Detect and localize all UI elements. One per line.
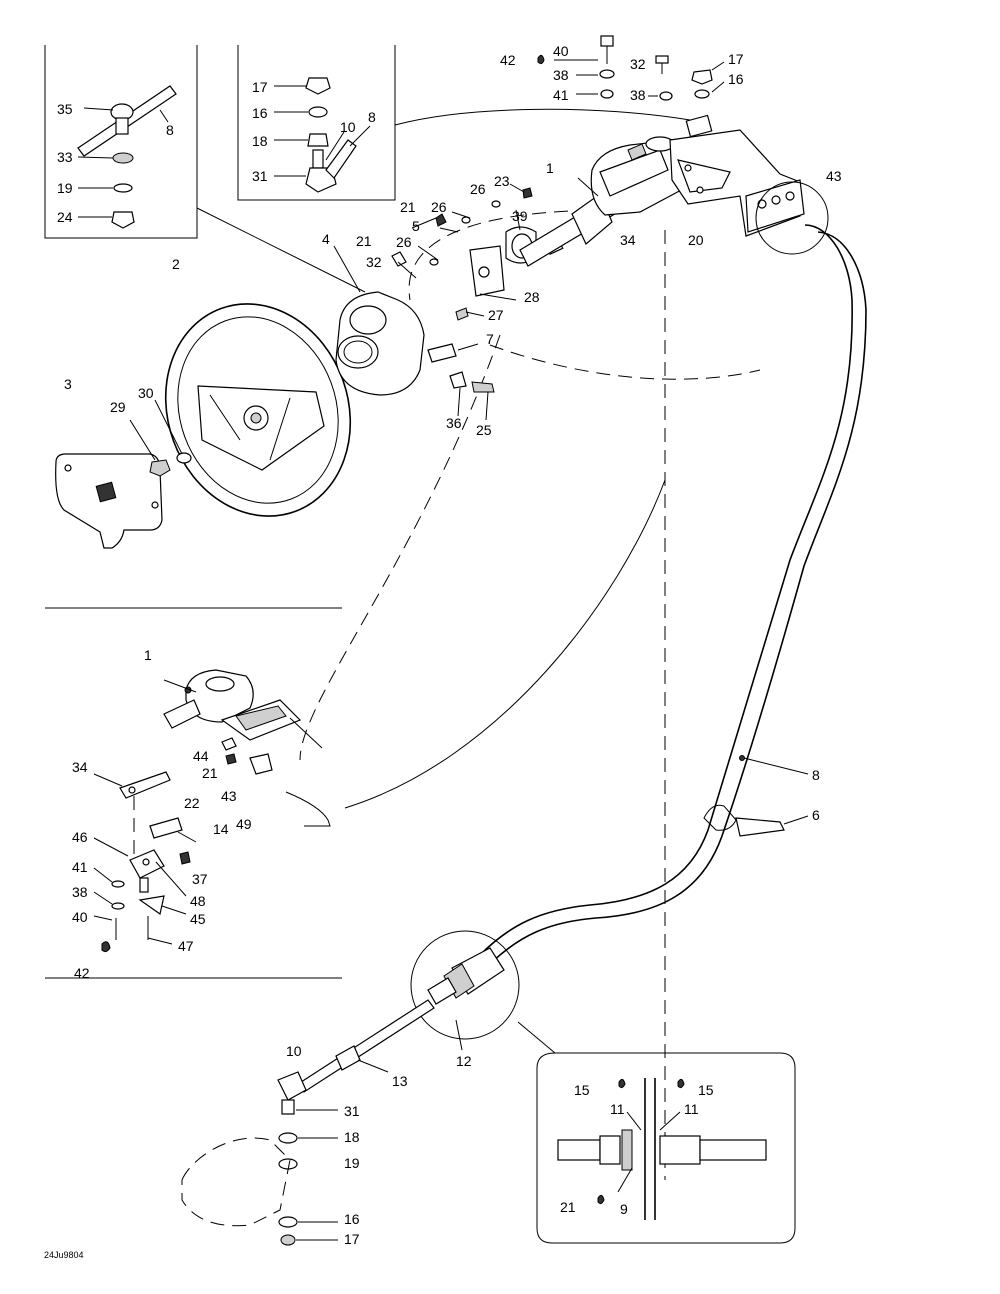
callout-19: 19: [344, 1155, 360, 1171]
callout-22: 22: [184, 795, 200, 811]
callout-43: 43: [826, 168, 842, 184]
callout-34: 34: [620, 232, 636, 248]
callout-8: 8: [812, 767, 820, 783]
steering-wheel: [164, 303, 352, 517]
callout-43: 43: [221, 788, 237, 804]
callout-32: 32: [630, 56, 646, 72]
callout-49: 49: [236, 816, 252, 832]
callout-12: 12: [456, 1053, 472, 1069]
inset-gearbox-bracket: [93, 669, 331, 953]
callout-8: 8: [166, 122, 174, 138]
callout-42: 42: [74, 965, 90, 981]
callout-26: 26: [431, 199, 447, 215]
callout-11: 11: [684, 1101, 699, 1117]
callout-17: 17: [252, 79, 268, 95]
callout-42: 42: [500, 52, 516, 68]
inset-frames: [44, 45, 796, 1244]
callout-10: 10: [286, 1043, 302, 1059]
callout-16: 16: [344, 1211, 360, 1227]
callout-41: 41: [72, 859, 88, 875]
callout-46: 46: [72, 829, 88, 845]
callout-48: 48: [190, 893, 206, 909]
callout-9: 9: [620, 1201, 628, 1217]
callout-40: 40: [72, 909, 88, 925]
callout-47: 47: [178, 938, 194, 954]
detail-inset-fitting: [557, 1078, 767, 1220]
callout-3: 3: [64, 376, 72, 392]
callout-45: 45: [190, 911, 206, 927]
callout-17: 17: [728, 51, 744, 67]
callout-18: 18: [252, 133, 268, 149]
callout-19: 19: [57, 180, 73, 196]
callout-4: 4: [322, 231, 330, 247]
callout-16: 16: [728, 71, 744, 87]
callout-23: 23: [494, 173, 510, 189]
callout-41: 41: [553, 87, 569, 103]
callout-30: 30: [138, 385, 154, 401]
callout-21: 21: [560, 1199, 576, 1215]
callout-31: 31: [252, 168, 268, 184]
callout-11: 11: [610, 1101, 625, 1117]
callout-7: 7: [486, 331, 494, 347]
callout-15: 15: [698, 1082, 714, 1098]
callout-29: 29: [110, 399, 126, 415]
callout-21: 21: [400, 199, 416, 215]
callout-31: 31: [344, 1103, 360, 1119]
callout-37: 37: [192, 871, 208, 887]
connector-lines: [196, 108, 761, 1180]
callout-16: 16: [252, 105, 268, 121]
callout-27: 27: [488, 307, 504, 323]
callout-13: 13: [392, 1073, 408, 1089]
callout-17: 17: [344, 1231, 360, 1247]
callout-8: 8: [368, 109, 376, 125]
callout-1: 1: [546, 160, 554, 176]
hub-nut-and-washer: [129, 399, 192, 477]
callout-21: 21: [356, 233, 372, 249]
hub-cover: [55, 453, 163, 549]
callout-1: 1: [144, 647, 152, 663]
column-housing: [333, 245, 425, 396]
callout-33: 33: [57, 149, 73, 165]
callout-18: 18: [344, 1129, 360, 1145]
callout-20: 20: [688, 232, 704, 248]
callout-44: 44: [193, 748, 209, 764]
callout-38: 38: [553, 67, 569, 83]
callout-21: 21: [202, 765, 218, 781]
callout-26: 26: [470, 181, 486, 197]
top-fasteners: [537, 35, 725, 101]
callout-5: 5: [412, 218, 420, 234]
callout-35: 35: [57, 101, 73, 117]
inset-tie-rod-end: [77, 85, 177, 229]
callout-28: 28: [524, 289, 540, 305]
steering-cable: [479, 181, 867, 963]
callout-39: 39: [512, 208, 528, 224]
callout-25: 25: [476, 422, 492, 438]
inset-ball-joint: [274, 77, 371, 193]
callout-14: 14: [213, 821, 229, 837]
drawing-code: 24Ju9804: [44, 1250, 84, 1260]
callout-36: 36: [446, 415, 462, 431]
callout-38: 38: [630, 87, 646, 103]
callout-15: 15: [574, 1082, 590, 1098]
callout-34: 34: [72, 759, 88, 775]
callout-32: 32: [366, 254, 382, 270]
pivot-bracket: [669, 114, 805, 237]
cable-fitting: [410, 930, 520, 1051]
callout-labels: 35 8 33 19 24 17 16 18 10 8 31 42 40 38 …: [44, 43, 842, 1260]
callout-26: 26: [396, 234, 412, 250]
callout-6: 6: [812, 807, 820, 823]
callout-2: 2: [172, 256, 180, 272]
callout-40: 40: [553, 43, 569, 59]
lower-cable-rod: [181, 999, 435, 1246]
callout-10: 10: [340, 119, 356, 135]
callout-24: 24: [57, 209, 73, 225]
callout-38: 38: [72, 884, 88, 900]
